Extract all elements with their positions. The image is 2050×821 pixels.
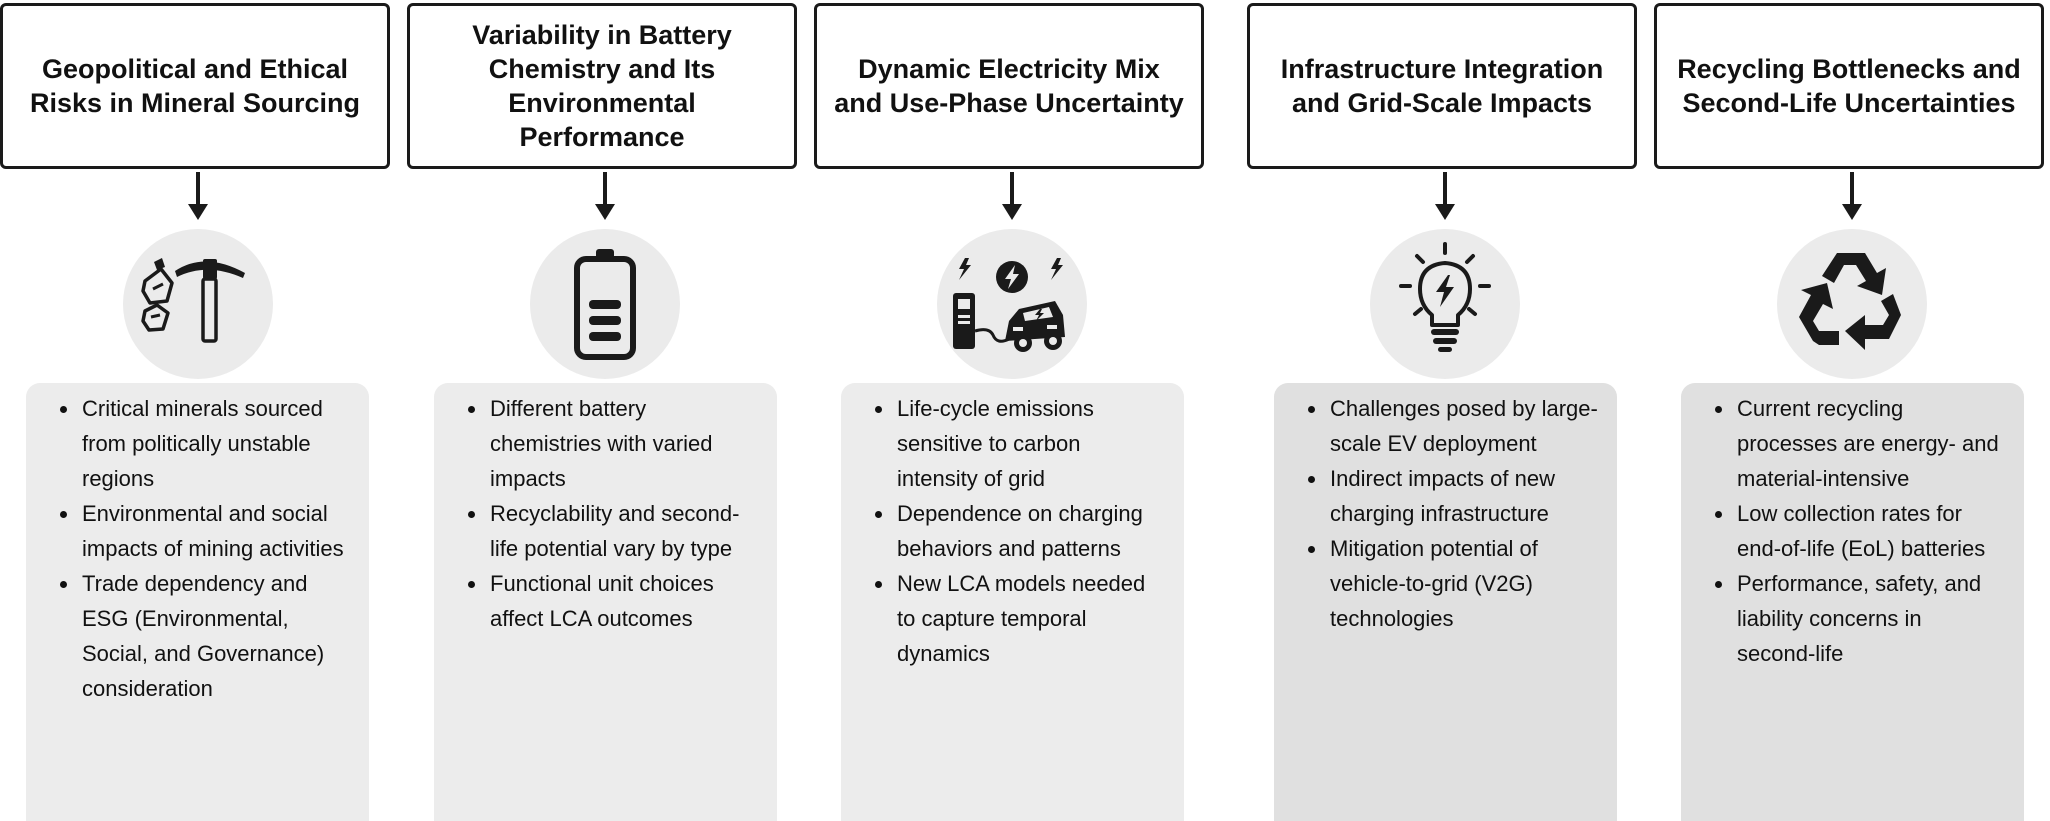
column-electricity-mix: Dynamic Electricity Mix and Use-Phase Un… xyxy=(814,0,1210,821)
column-title: Dynamic Electricity Mix and Use-Phase Un… xyxy=(834,54,1184,118)
pickaxe-icon xyxy=(123,229,273,379)
list-item: Different battery chemistries with varie… xyxy=(488,391,759,496)
bullet-panel: Current recycling processes are energy- … xyxy=(1681,383,2024,821)
bullet-list: Challenges posed by large-scale EV deplo… xyxy=(1292,391,1599,636)
list-item: Low collection rates for end-of-life (Eo… xyxy=(1735,496,2006,566)
list-item: Dependence on charging behaviors and pat… xyxy=(895,496,1166,566)
list-item: Functional unit choices affect LCA outco… xyxy=(488,566,759,636)
down-arrow-icon xyxy=(1435,172,1455,220)
column-title: Variability in Battery Chemistry and Its… xyxy=(472,20,732,152)
column-title: Infrastructure Integration and Grid-Scal… xyxy=(1280,54,1604,118)
column-mineral-sourcing: Geopolitical and Ethical Risks in Minera… xyxy=(0,0,396,821)
bullet-panel: Life-cycle emissions sensitive to carbon… xyxy=(841,383,1184,821)
list-item: Life-cycle emissions sensitive to carbon… xyxy=(895,391,1166,496)
list-item: Recyclability and second-life potential … xyxy=(488,496,759,566)
bullet-panel: Critical minerals sourced from political… xyxy=(26,383,369,821)
bullet-list: Critical minerals sourced from political… xyxy=(44,391,351,706)
list-item: Trade dependency and ESG (Environmental,… xyxy=(80,566,351,706)
column-infrastructure: Infrastructure Integration and Grid-Scal… xyxy=(1247,0,1643,821)
header-box: Dynamic Electricity Mix and Use-Phase Un… xyxy=(814,3,1204,169)
down-arrow-icon xyxy=(1002,172,1022,220)
header-box: Variability in Battery Chemistry and Its… xyxy=(407,3,797,169)
bullet-list: Different battery chemistries with varie… xyxy=(452,391,759,636)
list-item: Mitigation potential of vehicle-to-grid … xyxy=(1328,531,1599,636)
column-recycling: Recycling Bottlenecks and Second-Life Un… xyxy=(1654,0,2050,821)
list-item: Performance, safety, and liability conce… xyxy=(1735,566,2006,671)
list-item: Critical minerals sourced from political… xyxy=(80,391,351,496)
column-title: Recycling Bottlenecks and Second-Life Un… xyxy=(1677,54,2021,118)
list-item: Indirect impacts of new charging infrast… xyxy=(1328,461,1599,531)
header-box: Geopolitical and Ethical Risks in Minera… xyxy=(0,3,390,169)
list-item: Environmental and social impacts of mini… xyxy=(80,496,351,566)
list-item: New LCA models needed to capture tempora… xyxy=(895,566,1166,671)
ev-charging-icon xyxy=(937,229,1087,379)
list-item: Current recycling processes are energy- … xyxy=(1735,391,2006,496)
bullet-panel: Challenges posed by large-scale EV deplo… xyxy=(1274,383,1617,821)
down-arrow-icon xyxy=(595,172,615,220)
column-title: Geopolitical and Ethical Risks in Minera… xyxy=(29,54,361,118)
list-item: Challenges posed by large-scale EV deplo… xyxy=(1328,391,1599,461)
bullet-list: Life-cycle emissions sensitive to carbon… xyxy=(859,391,1166,671)
lightbulb-icon xyxy=(1370,229,1520,379)
bullet-list: Current recycling processes are energy- … xyxy=(1699,391,2006,671)
down-arrow-icon xyxy=(1842,172,1862,220)
bullet-panel: Different battery chemistries with varie… xyxy=(434,383,777,821)
recycle-icon xyxy=(1777,229,1927,379)
down-arrow-icon xyxy=(188,172,208,220)
header-box: Recycling Bottlenecks and Second-Life Un… xyxy=(1654,3,2044,169)
column-battery-chemistry: Variability in Battery Chemistry and Its… xyxy=(407,0,803,821)
header-box: Infrastructure Integration and Grid-Scal… xyxy=(1247,3,1637,169)
battery-icon xyxy=(530,229,680,379)
